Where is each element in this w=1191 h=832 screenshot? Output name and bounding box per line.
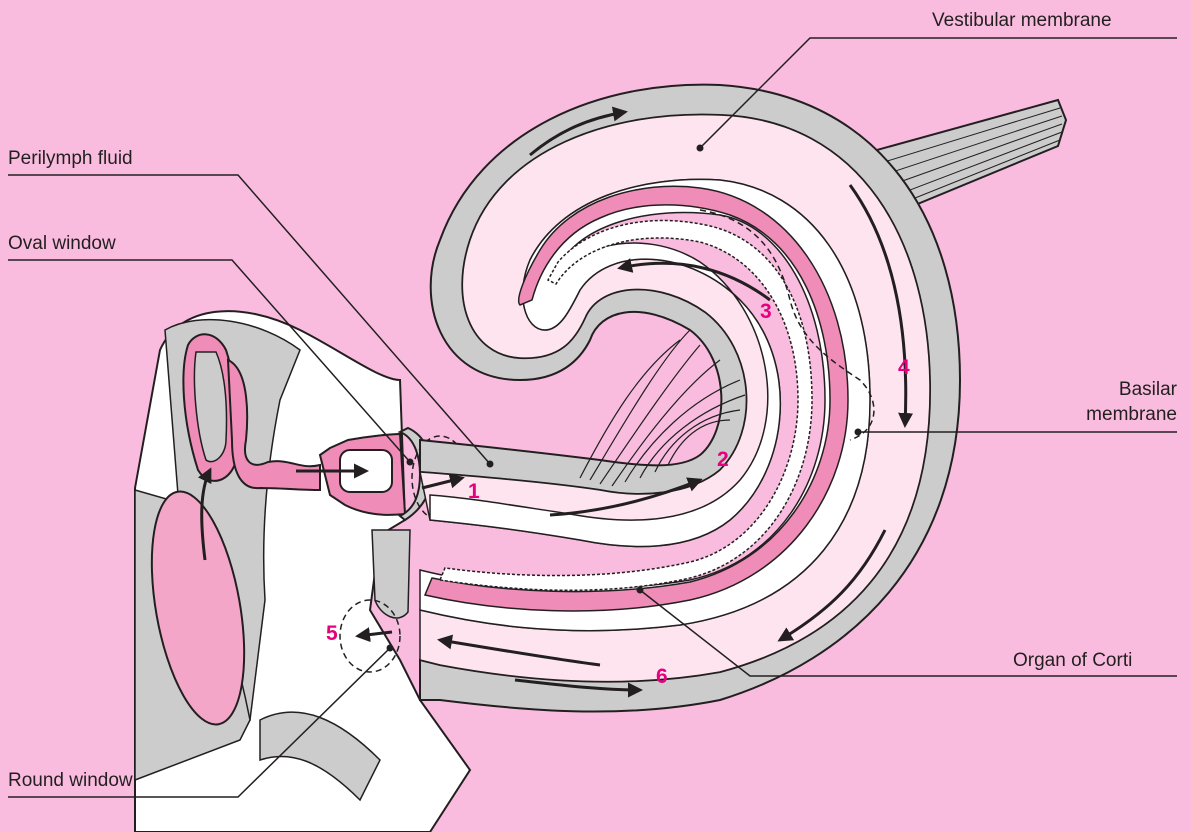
label-organ-of-corti: Organ of Corti: [1013, 650, 1132, 672]
step-4: 4: [898, 356, 910, 380]
step-1: 1: [468, 480, 480, 504]
step-6: 6: [656, 665, 668, 689]
step-5: 5: [326, 622, 338, 646]
step-3: 3: [760, 300, 772, 324]
label-oval-window: Oval window: [8, 233, 116, 255]
label-basilar-line1: Basilar: [1087, 379, 1177, 401]
label-vestibular-membrane: Vestibular membrane: [932, 10, 1112, 32]
label-perilymph-fluid: Perilymph fluid: [8, 148, 133, 170]
label-round-window: Round window: [8, 770, 133, 792]
label-basilar-line2: membrane: [1040, 404, 1177, 426]
step-2: 2: [717, 448, 729, 472]
